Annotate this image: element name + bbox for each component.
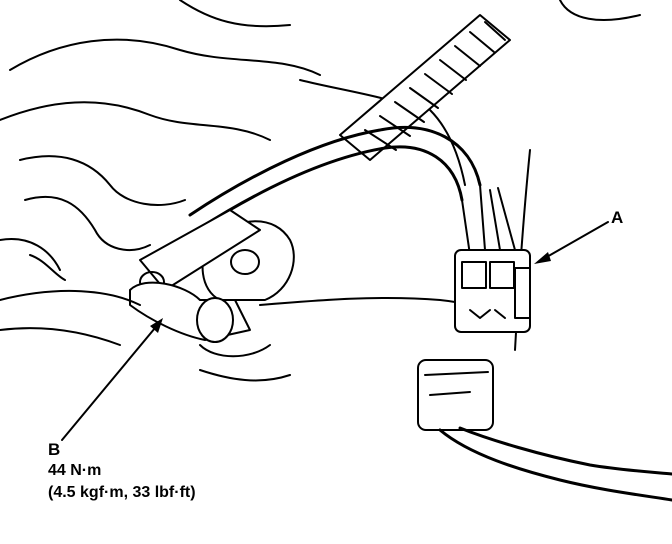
torque-spec-alternate: (4.5 kgf·m, 33 lbf·ft): [48, 484, 196, 501]
sensor-harness: [188, 125, 516, 256]
connector-a: [454, 249, 531, 333]
mounting-bracket: [139, 209, 295, 301]
callout-label-a: A: [611, 208, 624, 227]
hose-sleeve: [339, 14, 511, 161]
torque-spec-primary: 44 N·m: [48, 462, 102, 479]
callout-label-b: B: [48, 440, 61, 459]
leader-line-b: [61, 318, 163, 441]
mating-connector: [417, 359, 672, 502]
sensor-body: [129, 281, 271, 358]
leader-line-a: [534, 221, 609, 264]
engine-background-contours: [0, 0, 641, 281]
